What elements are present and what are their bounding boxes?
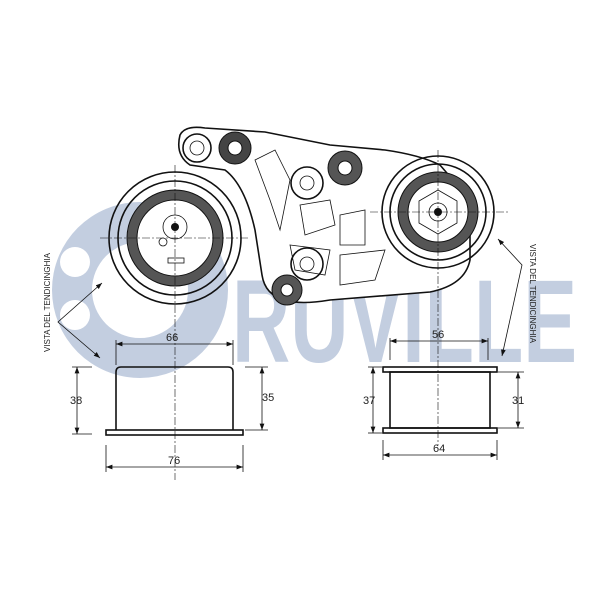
dim-right-height-total: 37 <box>363 395 375 407</box>
dim-right-base-width: 64 <box>433 443 445 455</box>
idler-pulley <box>370 150 510 445</box>
right-view-note: VISTA DEL TENDICINGHIA <box>528 244 537 344</box>
left-part-side-view: 66 38 35 76 <box>70 332 274 472</box>
dim-left-height-body: 35 <box>262 392 274 404</box>
dim-left-top-width: 66 <box>166 332 178 344</box>
dim-right-top-width: 56 <box>432 329 444 341</box>
left-view-arrow: VISTA DEL TENDICINGHIA <box>43 252 103 359</box>
left-view-note: VISTA DEL TENDICINGHIA <box>43 252 52 352</box>
dim-right-height-body: 31 <box>512 395 524 407</box>
dim-left-base-width: 76 <box>168 455 180 467</box>
right-view-arrow: VISTA DEL TENDICINGHIA <box>497 238 537 357</box>
right-part-side-view: 56 37 31 64 <box>363 329 524 460</box>
tensioner-bracket <box>177 126 471 306</box>
dim-left-height-total: 38 <box>70 395 82 407</box>
tensioner-pulley <box>100 165 250 480</box>
